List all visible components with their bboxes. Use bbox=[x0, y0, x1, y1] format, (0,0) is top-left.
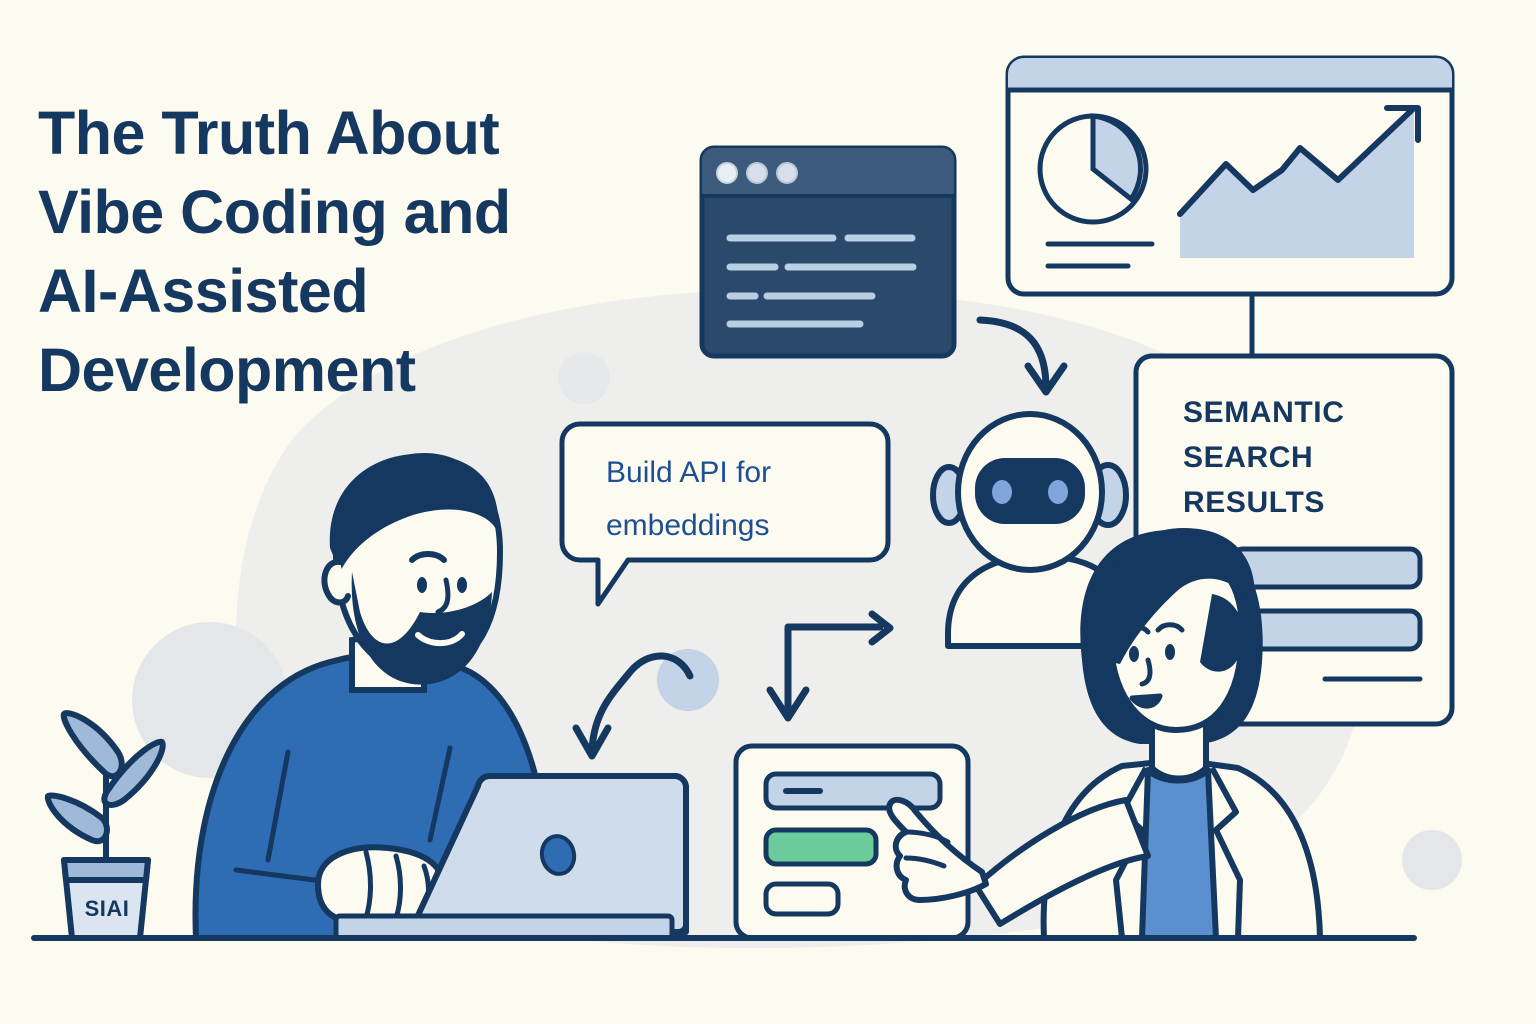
man-sleeve-crease-left bbox=[265, 749, 291, 863]
dashboard-caption-lines bbox=[1045, 241, 1155, 269]
laptop[interactable] bbox=[333, 773, 689, 941]
code-editor-window[interactable] bbox=[699, 145, 957, 359]
woman-eye-left bbox=[1129, 646, 1139, 662]
man-cuff-line bbox=[233, 867, 333, 885]
traffic-light-close-icon[interactable] bbox=[716, 162, 738, 184]
arrow-bubble-to-laptop bbox=[572, 652, 694, 760]
trend-up-arrow-icon bbox=[1384, 105, 1421, 143]
woman-arm bbox=[973, 797, 1151, 927]
area-line-chart bbox=[1177, 105, 1421, 258]
pie-chart bbox=[1037, 113, 1149, 225]
dashboard-titlebar bbox=[1008, 58, 1452, 90]
ui-card-primary-button[interactable] bbox=[763, 827, 879, 867]
plant-leaf-left-lower bbox=[44, 792, 110, 845]
traffic-light-minimize-icon[interactable] bbox=[746, 162, 768, 184]
traffic-light-maximize-icon[interactable] bbox=[776, 162, 798, 184]
woman-eye-right bbox=[1165, 644, 1175, 660]
reviewer-woman bbox=[886, 528, 1323, 941]
man-eye-left bbox=[417, 577, 427, 593]
woman-hair-side bbox=[1200, 594, 1244, 672]
woman-lapel-left bbox=[1113, 766, 1149, 939]
speech-bubble bbox=[559, 421, 891, 607]
laptop-base bbox=[333, 913, 675, 941]
semantic-search-results-heading: SEMANTIC SEARCH RESULTS bbox=[1183, 396, 1345, 519]
page-title: The Truth About Vibe Coding and AI-Assis… bbox=[38, 99, 511, 404]
woman-shirt bbox=[1139, 767, 1219, 941]
robot-eye-left bbox=[992, 480, 1012, 504]
flow-arrows bbox=[572, 316, 1068, 760]
man-eyebrow bbox=[409, 551, 447, 563]
woman-mouth bbox=[1129, 693, 1163, 709]
man-nose bbox=[435, 577, 451, 615]
robot-eye-right bbox=[1048, 480, 1068, 504]
woman-eyebrow-right bbox=[1155, 622, 1185, 633]
man-sleeve-crease-right bbox=[427, 745, 453, 843]
man-beard bbox=[351, 572, 492, 685]
arrow-code-to-robot bbox=[976, 316, 1068, 396]
man-eye-right bbox=[457, 577, 467, 593]
arrow-to-robot-right bbox=[784, 610, 894, 646]
man-mouth bbox=[415, 631, 465, 647]
woman-finger-lines bbox=[903, 829, 951, 869]
man-hair bbox=[329, 453, 499, 572]
laptop-logo-icon bbox=[539, 834, 577, 876]
code-window-titlebar bbox=[702, 148, 954, 196]
woman-nose bbox=[1139, 657, 1153, 687]
desk-plant bbox=[44, 710, 166, 941]
man-ear bbox=[321, 558, 351, 606]
plant-leaf-right bbox=[101, 738, 166, 808]
woman-hair-front bbox=[1098, 528, 1255, 664]
result-bar-1[interactable] bbox=[1230, 546, 1423, 590]
ui-card-secondary-button[interactable] bbox=[763, 881, 841, 917]
plant-pot-label: SIAI bbox=[84, 896, 130, 921]
woman-eyebrow-left bbox=[1121, 624, 1151, 635]
woman-lapel-right bbox=[1209, 766, 1243, 939]
code-lines bbox=[726, 234, 917, 328]
speech-bubble-text: Build API for embeddings bbox=[606, 456, 772, 542]
robot-visor bbox=[975, 458, 1085, 524]
plant-pot-rim bbox=[61, 857, 151, 883]
woman-pointing-hand bbox=[886, 796, 989, 903]
analytics-dashboard-panel[interactable] bbox=[1005, 55, 1455, 297]
arrow-to-ui-card bbox=[766, 626, 810, 722]
